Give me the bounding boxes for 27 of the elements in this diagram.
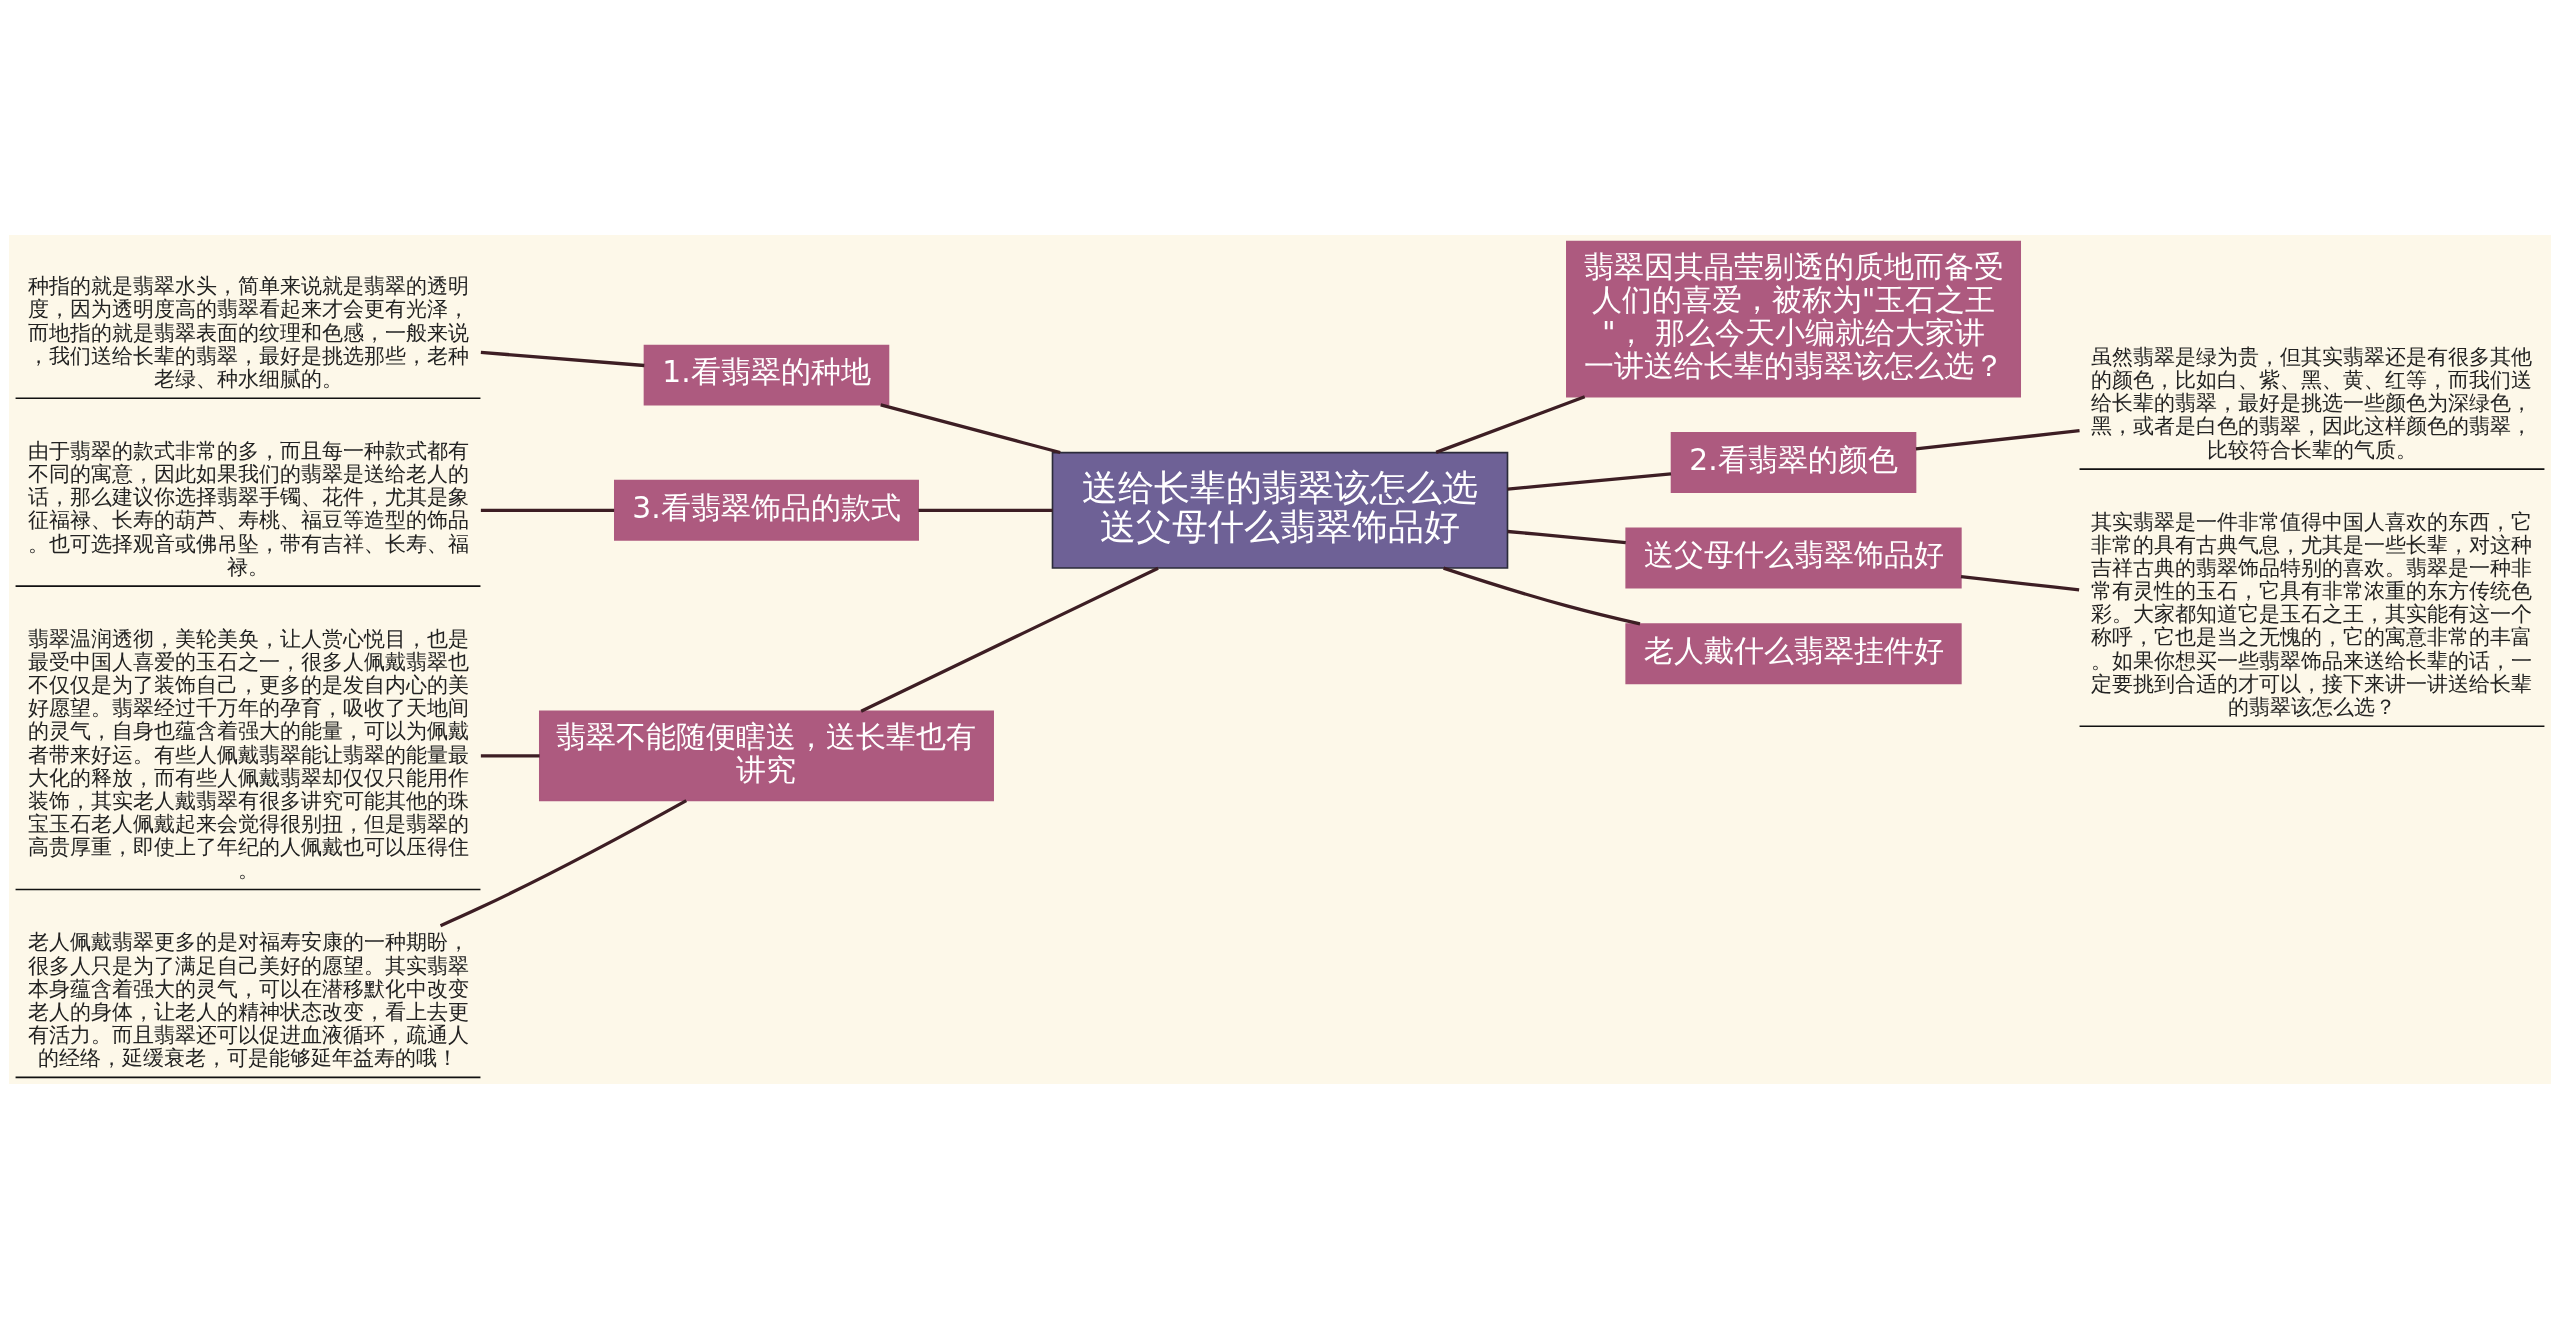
node-box: 2.看翡翠的颜色 — [1670, 431, 1917, 493]
connector — [480, 753, 540, 758]
node-text: 翡翠温润透彻，美轮美奂，让人赏心悦目，也是最受中国人喜爱的玉石之一，很多人佩戴翡翠也不仅仅是为了装饰自己，更多的是发自内心的美好愿望。翡翠经过千万年的孕育，吸收了天地间的灵气，自身也蕴含着强大的能量，可以为佩戴者带来好运。有些人佩戴翡翠能让翡翠的能量最大化的释放，而有些人佩戴翡翠却仅仅只能用作装饰，其实老人戴翡翠有很多讲究可能其他的珠宝玉石老人佩戴起来会觉得很别扭，但是翡翠的高贵厚重，即使上了年纪的人佩戴也可以压得住。 — [27, 625, 469, 882]
connector — [1443, 566, 1641, 626]
node-box: 翡翠因其晶莹剔透的质地而备受人们的喜爱，被称为"玉石之王"， 那么今天小编就给大家讲一讲送给长辈的翡翠该怎么选？ — [1566, 240, 2022, 397]
node-box: 送父母什么翡翠饰品好 — [1625, 527, 1962, 589]
connector — [918, 508, 1053, 512]
node-box: 3.看翡翠饰品的款式 — [614, 479, 919, 541]
connector — [439, 798, 688, 927]
node-box: 1.看翡翠的种地 — [643, 344, 890, 406]
connector — [480, 508, 615, 512]
node-box: 翡翠不能随便瞎送，送长辈也有讲究 — [538, 710, 994, 801]
node-box: 老人戴什么翡翠挂件好 — [1625, 622, 1962, 684]
node-text: 老人佩戴翡翠更多的是对福寿安康的一种期盼，很多人只是为了满足自己美好的愿望。其实翡翠本身蕴含着强大的灵气，可以在潜移默化中改变老人的身体，让老人的精神状态改变，看上去更有活力。而且翡翠还可以促进血液循环，疏通人的经络，延缓衰老，可是能够延年益寿的哦！ — [27, 928, 469, 1070]
connector — [880, 402, 1061, 454]
node-box: 送给长辈的翡翠该怎么选送父母什么翡翠饰品好 — [1051, 451, 1509, 569]
node-text: 其实翡翠是一件非常值得中国人喜欢的东西，它非常的具有古典气息，尤其是一些长辈，对这种吉祥古典的翡翠饰品特别的喜欢。翡翠是一种非常有灵性的玉石，它具有非常浓重的东方传统色彩。大家都知道它是玉石之王，其实能有这一个称呼，它也是当之无愧的，它的寓意非常的丰富。如果你想买一些翡翠饰品来送给长辈的话，一定要挑到合适的才可以，接下来讲一讲送给长辈的翡翠该怎么选？ — [2091, 508, 2533, 719]
connector — [1960, 574, 2080, 592]
connector — [860, 566, 1159, 713]
connector — [1915, 428, 2080, 451]
node-text: 虽然翡翠是绿为贵，但其实翡翠还是有很多其他的颜色，比如白、紫、黑、黄、红等，而我们送给长辈的翡翠，最好是挑选一些颜色为深绿色，黑，或者是白色的翡翠，因此这样颜色的翡翠，比较符合长辈的气质。 — [2091, 343, 2533, 462]
connector — [1507, 471, 1672, 491]
node-text: 由于翡翠的款式非常的多，而且每一种款式都有不同的寓意，因此如果我们的翡翠是送给老人的话，那么建议你选择翡翠手镯、花件，尤其是象征福禄、长寿的葫芦、寿桃、福豆等造型的饰品。也可选择观音或佛吊坠，带有吉祥、长寿、福禄。 — [27, 437, 469, 579]
connector — [1507, 529, 1626, 544]
connector — [480, 350, 645, 367]
connector — [1435, 394, 1586, 454]
node-text: 种指的就是翡翠水头，简单来说就是翡翠的透明度，因为透明度高的翡翠看起来才会更有光泽，而地指的就是翡翠表面的纹理和色感，一般来说，我们送给长辈的翡翠，最好是挑选那些，老种老绿、种水细腻的。 — [27, 272, 469, 391]
